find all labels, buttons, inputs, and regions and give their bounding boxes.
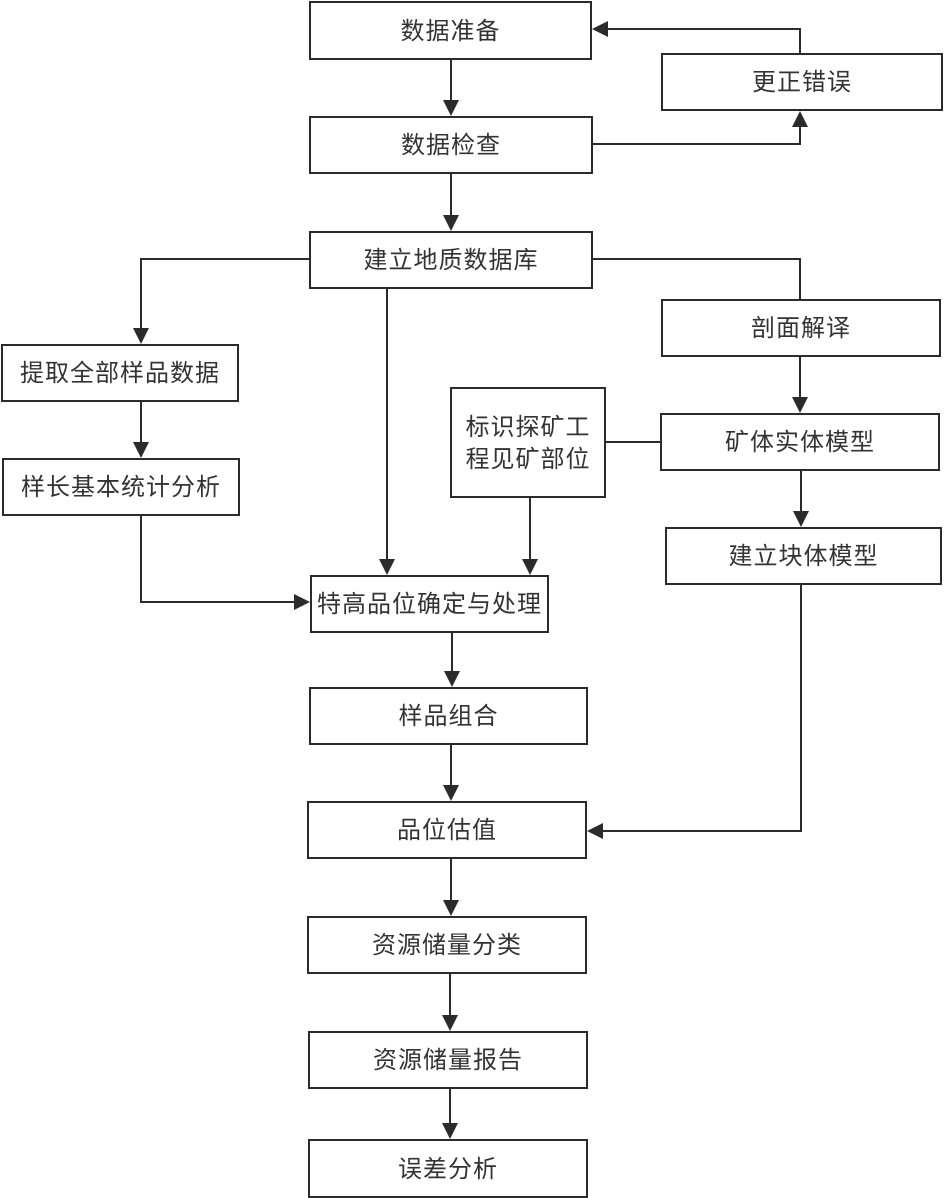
node-label: 剖面解译 [751,314,851,342]
connector-line [140,258,309,330]
arrowhead-icon [592,21,608,37]
edge-build-db-to-high-grade [379,289,395,575]
arrowhead-icon [522,559,538,575]
node-label: 资源储量分类 [372,931,522,959]
node-label: 资源储量报告 [373,1046,523,1074]
edges [133,21,809,1139]
edge-build-db-to-section-interp [593,258,801,299]
node-label: 误差分析 [398,1154,498,1183]
arrowhead-icon [792,397,808,413]
node-label: 矿体实体模型 [725,428,875,456]
arrowhead-icon [444,671,460,687]
node-ore-solid: 矿体实体模型 [660,413,940,471]
node-label: 品位估值 [397,816,497,844]
edge-data-prep-to-data-check [443,60,459,116]
arrowhead-icon [792,111,808,127]
node-label: 样长基本统计分析 [21,473,221,501]
edge-classification-to-report [442,974,458,1031]
arrowhead-icon [587,823,603,839]
edge-fix-errors-to-data-prep [592,21,801,53]
node-grade-est: 品位估值 [307,801,587,859]
connector-line [140,516,296,603]
node-label: 更正错误 [752,68,852,96]
edge-report-to-error-analysis [442,1089,458,1139]
connector-line [606,28,801,53]
arrowhead-icon [443,100,459,116]
arrowhead-icon [442,1123,458,1139]
node-build-db: 建立地质数据库 [309,231,593,289]
arrowhead-icon [294,594,310,610]
arrowhead-icon [443,900,459,916]
arrowhead-icon [442,1015,458,1031]
node-label: 建立块体模型 [728,542,879,570]
arrowhead-icon [793,511,809,527]
node-label: 样品组合 [398,702,499,730]
node-label: 标识探矿工程见矿部位 [465,412,591,473]
node-label: 数据检查 [401,131,501,159]
arrowhead-icon [133,442,149,458]
connector-line [593,258,801,299]
edge-ore-solid-to-block-model [793,471,809,527]
node-mark-ore: 标识探矿工程见矿部位 [450,387,606,498]
node-report: 资源储量报告 [308,1031,588,1089]
node-high-grade: 特高品位确定与处理 [310,575,549,633]
arrowhead-icon [443,785,459,801]
edge-data-check-to-build-db [443,174,459,231]
node-data-check: 数据检查 [309,116,593,174]
node-label: 提取全部样品数据 [20,359,220,387]
node-section-interp: 剖面解译 [661,299,941,357]
node-error-analysis: 误差分析 [308,1139,588,1198]
edge-extract-samples-to-length-stats [133,402,149,458]
edge-build-db-to-extract-samples [133,258,309,344]
edge-block-model-to-grade-est [587,585,802,839]
edge-grade-est-to-classification [443,859,459,916]
node-block-model: 建立块体模型 [665,527,942,585]
node-fix-errors: 更正错误 [661,53,943,111]
connector-line [601,585,802,832]
connector-line [593,125,801,145]
node-length-stats: 样长基本统计分析 [2,458,240,516]
node-label: 建立地质数据库 [363,246,539,274]
arrowhead-icon [379,559,395,575]
node-classification: 资源储量分类 [307,916,587,974]
node-label: 数据准备 [400,16,501,45]
edge-length-stats-to-high-grade [140,516,310,610]
edge-mark-ore-to-high-grade [522,498,538,575]
edge-section-interp-to-ore-solid [792,357,808,413]
edge-compositing-to-grade-est [443,745,459,801]
node-extract-samples: 提取全部样品数据 [1,344,239,402]
arrowhead-icon [133,328,149,344]
node-label: 特高品位确定与处理 [317,590,542,618]
node-data-prep: 数据准备 [309,1,592,60]
edge-data-check-to-fix-errors [593,111,808,145]
arrowhead-icon [443,215,459,231]
edge-high-grade-to-compositing [444,633,460,687]
node-compositing: 样品组合 [309,687,588,745]
